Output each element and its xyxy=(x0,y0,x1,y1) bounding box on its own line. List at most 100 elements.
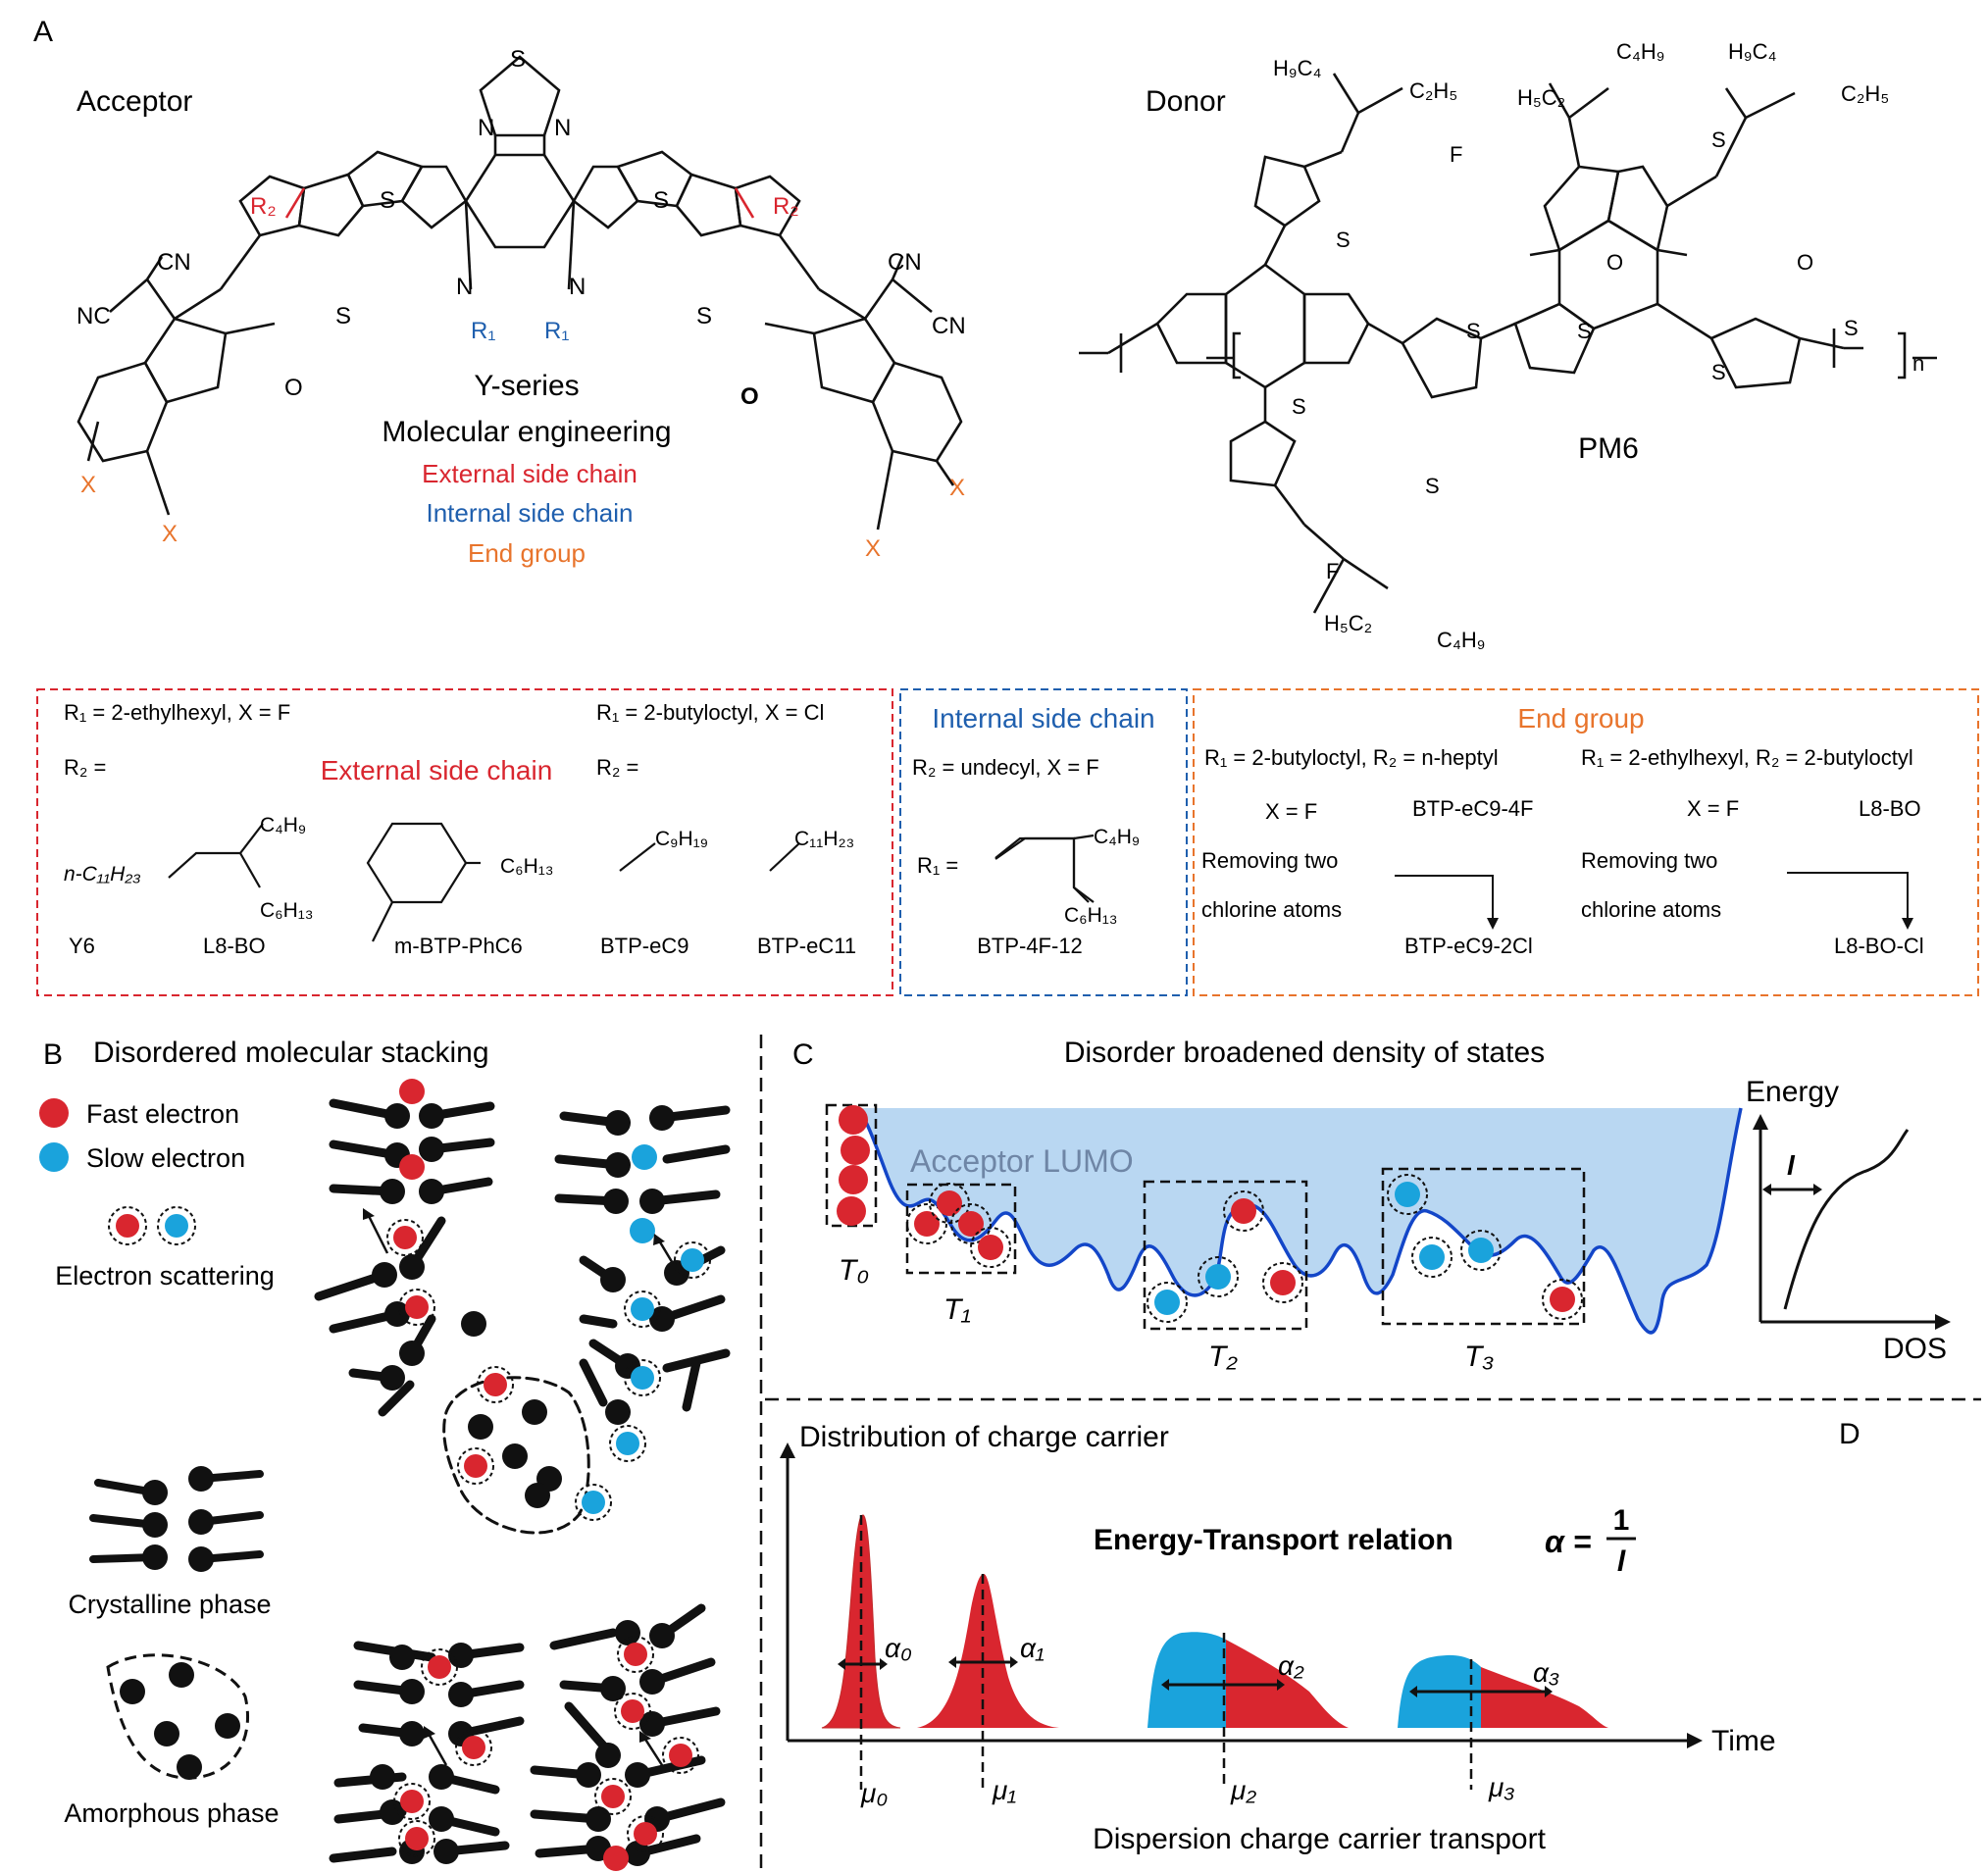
atom-c4h9: C₄H₉ xyxy=(1437,628,1485,652)
atom-x: X xyxy=(949,475,965,501)
crystalline-phase-icon xyxy=(89,1466,264,1572)
end-box-left-header: R₁ = 2-butyloctyl, R₂ = n-heptyl xyxy=(1204,745,1499,770)
atom-h5c2: H₅C₂ xyxy=(1324,611,1372,635)
atom-x: X xyxy=(865,535,881,562)
distribution-2-blue xyxy=(1147,1632,1226,1728)
panel-b-title: Disordered molecular stacking xyxy=(93,1037,489,1069)
inset-l-label: l xyxy=(1787,1150,1796,1181)
external-box-r2-left: R₂ = xyxy=(64,755,106,780)
atom-s: S xyxy=(510,46,526,73)
mu-0: μ₀ xyxy=(860,1778,888,1808)
external-chain-formulas: n-C₁₁H₂₃ C₄H₉ C₆H₁₃ C₆H₁₃ C₉H₁₉ C₁₁H₂₃ xyxy=(64,814,854,922)
panel-d-bottom-label: Dispersion charge carrier transport xyxy=(1093,1823,1547,1855)
atom-r1: R₁ xyxy=(471,318,495,344)
end-box-left-note1: Removing two xyxy=(1201,848,1338,873)
external-box-r1-right: R₁ = 2-butyloctyl, X = Cl xyxy=(596,700,824,725)
internal-chain-sketch xyxy=(994,836,1090,903)
internal-chain-c4h9: C₄H₉ xyxy=(1094,826,1140,848)
alpha-3: α₃ xyxy=(1533,1657,1559,1688)
mu-2: μ₂ xyxy=(1230,1775,1256,1805)
atom-o: O xyxy=(284,375,303,401)
chain-c4h9: C₄H₉ xyxy=(260,814,306,836)
trap-label-t1: T₁ xyxy=(943,1293,971,1326)
atom-nc: NC xyxy=(76,303,111,329)
external-molecule-names: Y6 L8-BO m-BTP-PhC6 BTP-eC9 BTP-eC11 xyxy=(69,934,856,958)
end-box-arrows xyxy=(1395,872,1913,930)
atom-s: S xyxy=(1711,360,1726,384)
donor-structure xyxy=(1079,73,1863,614)
end-box-left-from: BTP-eC9-4F xyxy=(1412,796,1533,821)
panel-b: B Disordered molecular stacking Fast ele… xyxy=(39,1037,731,1871)
atom-r2: R₂ xyxy=(250,193,277,220)
name-btp-ec9: BTP-eC9 xyxy=(600,934,688,958)
atom-s: S xyxy=(1844,316,1859,340)
amorphous-phase-icon xyxy=(106,1653,250,1780)
atom-s: S xyxy=(1292,394,1306,419)
trap-label-t3: T₃ xyxy=(1464,1341,1494,1373)
atom-o: O xyxy=(1797,250,1813,275)
cluster-bottom-left xyxy=(329,1641,525,1864)
end-box-right-from: L8-BO xyxy=(1859,796,1921,821)
polymer-brackets xyxy=(1206,331,1937,380)
internal-box-title: Internal side chain xyxy=(932,703,1154,734)
panel-c-letter: C xyxy=(792,1038,814,1071)
atom-x: X xyxy=(162,521,178,547)
cluster-bottom-right xyxy=(530,1603,726,1866)
chain-c6h13: C₆H₁₃ xyxy=(260,899,313,922)
panel-d-axes xyxy=(780,1443,1703,1748)
width-arrows xyxy=(838,1656,1553,1697)
slow-electron-legend-dot xyxy=(39,1142,69,1172)
panel-c: C Disorder broadened density of states A… xyxy=(792,1037,1951,1373)
relation-title: Energy-Transport relation xyxy=(1094,1524,1453,1556)
panel-d-letter: D xyxy=(1839,1418,1861,1450)
atom-f: F xyxy=(1326,559,1339,583)
chain-c9h19: C₉H₁₉ xyxy=(655,828,708,850)
atom-s: S xyxy=(696,303,712,329)
end-box-left-x: X = F xyxy=(1265,799,1317,824)
alpha-0: α₀ xyxy=(885,1633,912,1663)
scatter-legend-icon xyxy=(108,1206,196,1245)
panel-d-x-label: Time xyxy=(1711,1725,1776,1757)
donor-atom-labels: H₉C₄ C₂H₅ F S S S S S S S S O O C₄H₉ H₉C… xyxy=(1273,39,1924,652)
atom-c2h5: C₂H₅ xyxy=(1409,78,1457,103)
donor-label: Donor xyxy=(1146,85,1226,118)
legend-external-chain: External side chain xyxy=(422,459,637,488)
atom-n: N xyxy=(478,115,494,141)
chain-c6h13-b: C₆H₁₃ xyxy=(500,855,553,878)
end-box-right-to: L8-BO-Cl xyxy=(1834,934,1924,958)
external-box-r2-right: R₂ = xyxy=(596,755,638,780)
center-title: Y-series xyxy=(474,370,579,402)
lumo-label: Acceptor LUMO xyxy=(910,1143,1134,1179)
end-box-right-note1: Removing two xyxy=(1581,848,1717,873)
polymer-name: PM6 xyxy=(1578,432,1639,465)
inset-energy-label: Energy xyxy=(1746,1076,1839,1108)
dos-inset xyxy=(1753,1114,1951,1330)
atom-c2h5: C₂H₅ xyxy=(1841,81,1889,106)
lumo-curve xyxy=(852,1106,1743,1335)
atom-cn: CN xyxy=(157,249,191,276)
panel-a: A Acceptor Donor xyxy=(33,16,1979,996)
mu-1: μ₁ xyxy=(992,1775,1016,1805)
crystalline-phase-label: Crystalline phase xyxy=(68,1590,271,1619)
formula-numerator: 1 xyxy=(1613,1504,1630,1537)
external-chain-box xyxy=(36,688,893,996)
mu-3: μ₃ xyxy=(1488,1772,1514,1802)
cluster-electrons xyxy=(386,1079,711,1871)
legend-end-group: End group xyxy=(468,538,586,568)
mean-lines xyxy=(859,1515,1473,1790)
panel-b-letter: B xyxy=(43,1038,63,1071)
atom-x: X xyxy=(80,472,96,498)
internal-box-r1: R₁ = xyxy=(917,853,958,878)
legend-fast-electron: Fast electron xyxy=(86,1099,239,1129)
atom-s: S xyxy=(335,303,351,329)
scatter-arrows xyxy=(363,1208,679,1766)
name-btp-ec11: BTP-eC11 xyxy=(757,934,856,958)
atom-h5c2: H₅C₂ xyxy=(1517,85,1565,110)
distribution-2-red xyxy=(1226,1640,1349,1728)
atom-r2: R₂ xyxy=(773,193,799,220)
external-chain-sketches xyxy=(168,822,1095,942)
atom-n: N xyxy=(456,274,473,300)
atom-s: S xyxy=(1466,319,1481,343)
internal-chain-box xyxy=(899,688,1188,996)
